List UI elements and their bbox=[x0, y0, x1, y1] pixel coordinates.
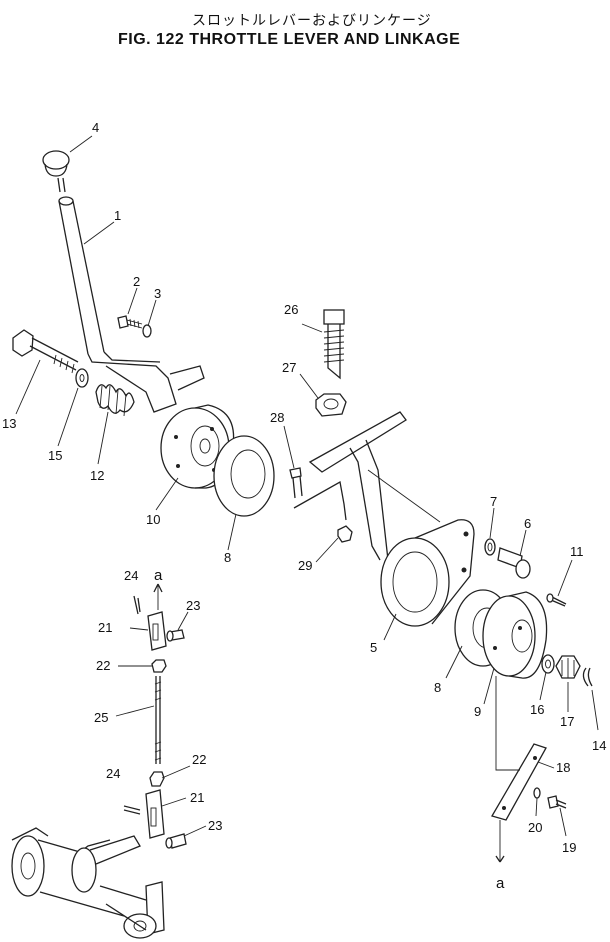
callout-5: 5 bbox=[370, 640, 377, 655]
figure-title: FIG. 122 THROTTLE LEVER AND LINKAGE bbox=[118, 31, 461, 48]
callout-19: 19 bbox=[562, 840, 576, 855]
callout-14: 14 bbox=[592, 738, 606, 753]
callout-23-lower: 23 bbox=[208, 818, 222, 833]
part-bracket-frame bbox=[293, 411, 441, 561]
callout-15: 15 bbox=[48, 448, 62, 463]
title-japanese: スロットルレバーおよびリンケージ bbox=[192, 13, 432, 29]
part-friction-plate-upper bbox=[213, 435, 275, 517]
part-lever-plate bbox=[380, 519, 475, 627]
part-link-washer bbox=[533, 787, 541, 799]
callout-21-lower: 21 bbox=[190, 790, 204, 805]
callout-8-upper: 8 bbox=[224, 550, 231, 565]
callout-10: 10 bbox=[146, 512, 160, 527]
callout-11: 11 bbox=[570, 544, 584, 559]
callout-16: 16 bbox=[530, 702, 544, 717]
leader-lines bbox=[15, 135, 599, 837]
callout-18: 18 bbox=[556, 760, 570, 775]
part-cotter-pin bbox=[582, 667, 593, 687]
callout-27: 27 bbox=[282, 360, 296, 375]
part-coil-spring bbox=[95, 384, 135, 417]
callout-20: 20 bbox=[528, 820, 542, 835]
part-clevis-pin-upper bbox=[166, 629, 185, 642]
callout-24-upper: 24 bbox=[124, 568, 138, 583]
part-knob bbox=[42, 150, 70, 193]
part-clevis-pin-lower bbox=[165, 833, 187, 849]
part-cotter-upper bbox=[133, 595, 141, 615]
callout-26: 26 bbox=[284, 302, 298, 317]
part-castle-nut bbox=[555, 655, 581, 679]
part-long-bolt bbox=[12, 329, 79, 374]
callout-28: 28 bbox=[270, 410, 284, 425]
part-clevis-lower bbox=[145, 789, 165, 839]
part-plain-washer bbox=[541, 654, 555, 674]
callout-7: 7 bbox=[490, 494, 497, 509]
part-split-pin bbox=[546, 593, 567, 607]
part-link-bolt bbox=[547, 795, 567, 809]
callout-6: 6 bbox=[524, 516, 531, 531]
part-lock-nut bbox=[337, 525, 353, 543]
part-pin bbox=[497, 547, 531, 579]
callout-1: 1 bbox=[114, 208, 121, 223]
part-small-bolt bbox=[117, 315, 143, 329]
part-throttle-lever bbox=[58, 196, 205, 413]
callout-13: 13 bbox=[2, 416, 16, 431]
callout-2: 2 bbox=[133, 274, 140, 289]
callout-12: 12 bbox=[90, 468, 104, 483]
part-snap-ring bbox=[484, 538, 496, 556]
part-nut-lower bbox=[149, 771, 165, 787]
part-stud-bolt bbox=[289, 467, 303, 499]
part-link-arm bbox=[491, 676, 547, 863]
part-threaded-rod bbox=[154, 676, 162, 764]
callout-9: 9 bbox=[474, 704, 481, 719]
part-adjust-screw bbox=[323, 309, 345, 380]
part-nut-upper bbox=[151, 659, 167, 673]
callout-ref-a-bottom: a bbox=[496, 875, 505, 892]
callout-labels: 4 1 2 3 13 15 12 10 8 26 27 28 29 7 6 11… bbox=[2, 120, 606, 892]
callout-22-upper: 22 bbox=[96, 658, 110, 673]
part-clevis-upper bbox=[147, 583, 167, 651]
part-hex-nut bbox=[315, 393, 347, 417]
part-small-washer bbox=[142, 324, 152, 338]
callout-25: 25 bbox=[94, 710, 108, 725]
callout-3: 3 bbox=[154, 286, 161, 301]
part-cross-shaft bbox=[11, 827, 165, 939]
callout-17: 17 bbox=[560, 714, 574, 729]
callout-8-lower: 8 bbox=[434, 680, 441, 695]
callout-4: 4 bbox=[92, 120, 99, 135]
part-washer bbox=[75, 368, 89, 388]
callout-21-upper: 21 bbox=[98, 620, 112, 635]
callout-23-upper: 23 bbox=[186, 598, 200, 613]
callout-ref-a-top: a bbox=[154, 567, 163, 584]
callout-29: 29 bbox=[298, 558, 312, 573]
part-cotter-lower bbox=[123, 805, 141, 815]
callout-24-lower: 24 bbox=[106, 766, 120, 781]
callout-22-lower: 22 bbox=[192, 752, 206, 767]
part-pulley-disc bbox=[482, 591, 548, 679]
